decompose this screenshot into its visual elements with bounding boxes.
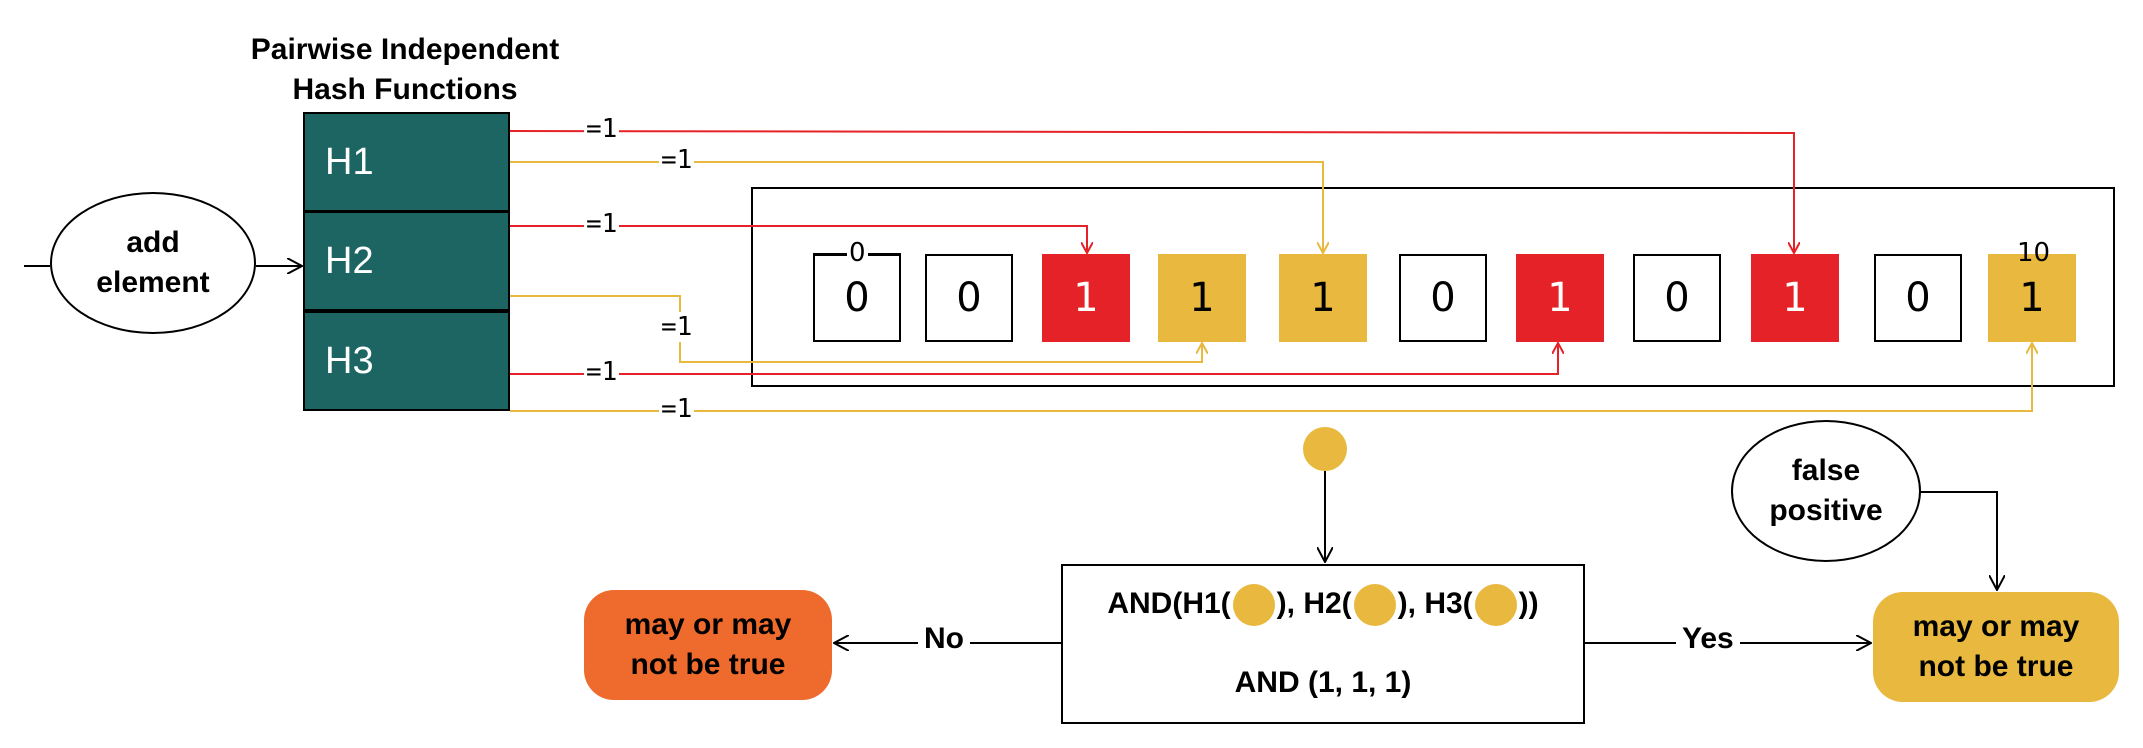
h2-yellow-wire bbox=[510, 295, 1202, 363]
bit-cell-10: 1 bbox=[1988, 254, 2076, 342]
title-line-2: Hash Functions bbox=[292, 73, 518, 106]
outcome-yes-line-1: may or may bbox=[1912, 610, 2080, 643]
start-index-label: 0 bbox=[847, 238, 868, 268]
add-element-line-1: add bbox=[126, 226, 180, 259]
hash-functions-title: Pairwise Independent Hash Functions bbox=[220, 30, 590, 110]
h2-red-wire bbox=[510, 225, 1087, 253]
branch-yes-label: Yes bbox=[1676, 622, 1740, 656]
outcome-no-box: may or may not be true bbox=[584, 590, 832, 700]
bit-cell-6: 1 bbox=[1516, 254, 1604, 342]
bit-cell-9: 0 bbox=[1874, 254, 1962, 342]
h3-yellow-wire bbox=[510, 343, 2032, 412]
branch-no-label: No bbox=[918, 622, 970, 656]
h1-red-wire bbox=[509, 130, 1794, 253]
false-positive-line-2: positive bbox=[1769, 494, 1883, 527]
bit-cell-8: 1 bbox=[1751, 254, 1839, 342]
bit-cell-7: 0 bbox=[1633, 254, 1721, 342]
add-element-line-2: element bbox=[96, 266, 210, 299]
element-dot-1 bbox=[1232, 584, 1275, 626]
wire-label-h1-red: =1 bbox=[584, 114, 620, 144]
query-result-line: AND (1, 1, 1) bbox=[1234, 666, 1412, 699]
title-line-1: Pairwise Independent bbox=[250, 33, 560, 66]
hash-function-h1: H1 bbox=[303, 112, 510, 212]
element-dot-3 bbox=[1474, 584, 1517, 626]
expr-part-4: )) bbox=[1518, 586, 1539, 620]
outcome-no-line-1: may or may bbox=[624, 608, 792, 641]
outcome-no-line-2: not be true bbox=[630, 648, 786, 681]
hash-function-h3: H3 bbox=[303, 311, 510, 411]
wire-label-h3-yellow: =1 bbox=[659, 394, 695, 424]
bit-cell-4: 1 bbox=[1279, 254, 1367, 342]
h1-yellow-wire bbox=[510, 161, 1323, 253]
false-positive-arrow bbox=[1920, 491, 1997, 590]
expr-part-2: ), H2( bbox=[1276, 586, 1352, 620]
expr-part-1: AND(H1( bbox=[1107, 586, 1231, 620]
wire-label-h2-red: =1 bbox=[584, 209, 620, 239]
query-element-dot bbox=[1303, 427, 1347, 471]
wire-label-h2-yellow: =1 bbox=[659, 312, 695, 342]
end-index-label: 10 bbox=[2017, 238, 2051, 268]
bit-cell-1: 0 bbox=[925, 254, 1013, 342]
bit-cell-0: 0 bbox=[813, 254, 901, 342]
outcome-yes-box: may or may not be true bbox=[1873, 592, 2119, 702]
bit-cell-2: 1 bbox=[1042, 254, 1130, 342]
bit-cell-5: 0 bbox=[1399, 254, 1487, 342]
outcome-yes-line-2: not be true bbox=[1918, 650, 2074, 683]
false-positive-line-1: false bbox=[1791, 454, 1861, 487]
query-expression: AND(H1( ), H2( ), H3()) bbox=[1063, 584, 1583, 626]
wire-label-h1-yellow: =1 bbox=[659, 145, 695, 175]
element-dot-2 bbox=[1353, 584, 1396, 626]
bit-array-frame bbox=[751, 187, 2115, 387]
h3-red-wire bbox=[510, 343, 1558, 375]
wire-label-h3-red: =1 bbox=[584, 357, 620, 387]
bit-cell-3: 1 bbox=[1158, 254, 1246, 342]
hash-function-h2: H2 bbox=[303, 211, 510, 311]
add-element-node: add element bbox=[50, 192, 256, 334]
expr-part-3: ), H3( bbox=[1397, 586, 1473, 620]
query-and-box: AND(H1( ), H2( ), H3()) AND (1, 1, 1) bbox=[1061, 564, 1585, 724]
false-positive-node: false positive bbox=[1731, 420, 1921, 562]
